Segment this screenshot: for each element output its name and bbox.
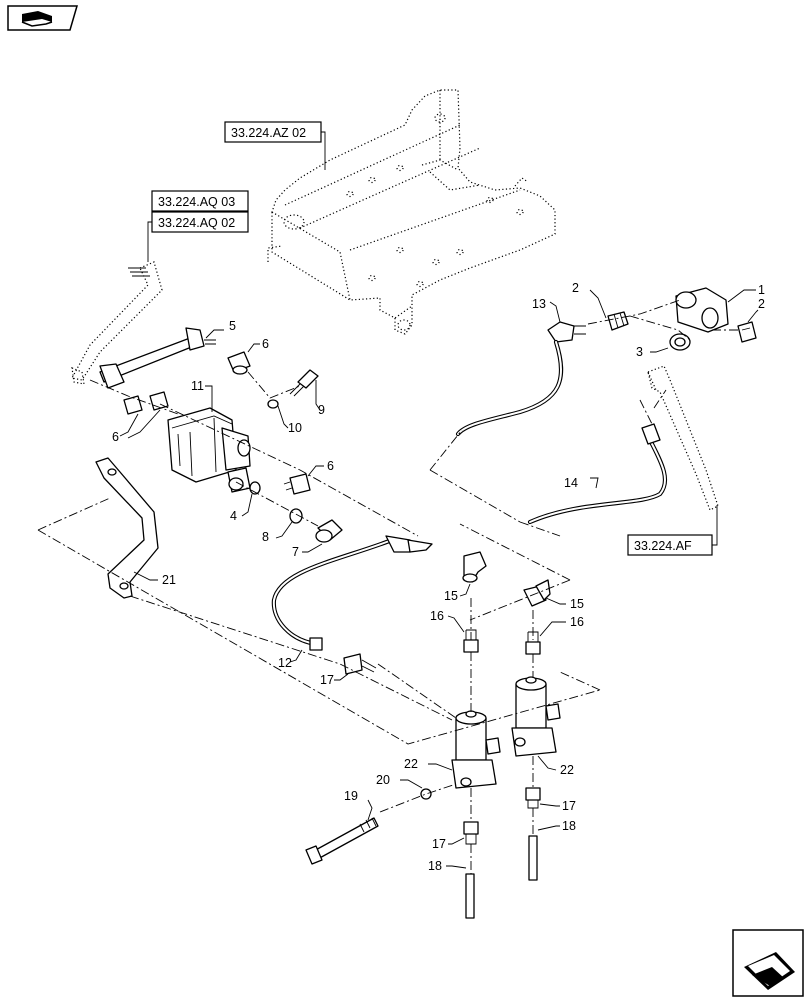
callout-11: 11 [191,379,204,393]
washer-10 [267,399,289,429]
bolt-9 [289,369,321,411]
callout-17-right: 17 [562,799,576,813]
hose-12 [271,535,433,663]
fitting-17-left [334,653,377,681]
callout-18-right: 18 [562,819,576,833]
callout-12: 12 [278,656,292,670]
callout-10: 10 [288,421,302,435]
callout-14: 14 [564,476,578,490]
hose-14 [527,423,668,525]
hose-13 [455,339,564,437]
assembly-guide-lines [37,299,740,874]
cap-7 [302,519,343,553]
callout-1: 1 [758,283,765,297]
callout-4: 4 [230,509,237,523]
elbow-15-left [459,551,487,597]
fitting-17-right [525,787,560,809]
linkage-rod [71,261,163,385]
frame-assembly [267,89,556,335]
callout-13: 13 [532,297,546,311]
callout-5: 5 [229,319,236,333]
callout-20: 20 [376,773,390,787]
fitting-16-left [447,615,479,653]
callout-9: 9 [318,403,325,417]
control-valve-11 [167,385,251,493]
callout-18-left: 18 [428,859,442,873]
bracket-21 [95,457,159,599]
callout-2-right: 2 [758,297,765,311]
callout-16-right: 16 [570,615,584,629]
washer-20 [400,779,432,800]
callout-16-left: 16 [430,609,444,623]
reference-label: 33.224.AQ 03 [158,195,235,209]
tube-18-right [528,825,560,881]
callout-21: 21 [162,573,176,587]
elbow-15-right [523,579,566,607]
reference-33-224-az-02[interactable]: 33.224.AZ 02 [224,121,326,170]
callout-6-left: 6 [112,430,119,444]
fitting-6-left [119,391,169,439]
previous-page-icon[interactable] [7,5,78,31]
reference-33-224-aq-02[interactable]: 33.224.AQ 02 [147,211,249,262]
callout-17-bottom: 17 [432,837,446,851]
fitting-17-bottom [448,821,479,845]
plug-2-right [737,309,759,343]
plug-2-left [589,289,629,331]
callout-15-right: 15 [570,597,584,611]
callout-19: 19 [344,789,358,803]
solenoid-valve-22-left [428,710,501,789]
solenoid-valve-22-right [511,676,561,771]
tee-fitting-1 [675,287,756,333]
reference-label: 33.224.AQ 02 [158,216,235,230]
tube-18-left [446,865,475,919]
callout-22-left: 22 [404,757,418,771]
callout-6-upper: 6 [262,337,269,351]
reference-label: 33.224.AZ 02 [231,126,306,140]
reference-33-224-af[interactable]: 33.224.AF [627,505,718,556]
callout-15-left: 15 [444,589,458,603]
callout-8: 8 [262,530,269,544]
fitting-16-right [525,621,566,655]
reference-label: 33.224.AF [634,539,692,553]
next-page-icon[interactable] [732,929,804,997]
control-rod [99,327,224,389]
fitting-6-upper [227,343,260,375]
callout-2-left: 2 [572,281,579,295]
callout-17-left: 17 [320,673,334,687]
callout-6-right: 6 [327,459,334,473]
bolt-19 [305,799,379,865]
o-ring-8 [275,508,303,539]
callout-3: 3 [636,345,643,359]
reference-33-224-aq-03[interactable]: 33.224.AQ 03 [151,190,249,212]
fitting-13 [547,301,586,343]
callout-7: 7 [292,545,299,559]
fitting-6-right [283,465,324,495]
fitting-3 [650,333,691,353]
callout-22-right: 22 [560,763,574,777]
